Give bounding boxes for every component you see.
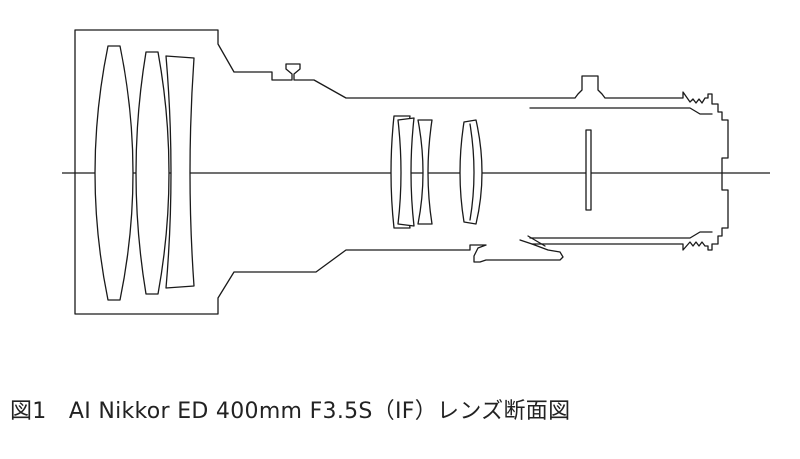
middle-lens-element-2 [397, 117, 415, 227]
inner-barrel-top [529, 107, 713, 115]
middle-lens-element-4 [459, 119, 483, 225]
front-lens-element-1 [94, 45, 134, 301]
figure-caption: 図1 AI Nikkor ED 400mm F3.5S（IF）レンズ断面図 [10, 399, 571, 424]
rear-lens-element [585, 129, 592, 211]
tripod-foot [519, 235, 546, 247]
middle-lens-element-4-inner [469, 123, 475, 221]
inner-barrel-bottom [529, 231, 713, 239]
middle-lens-element-3 [417, 119, 433, 225]
front-lens-element-2 [135, 51, 170, 295]
lens-cross-section-diagram [62, 29, 770, 315]
front-lens-element-3 [165, 55, 195, 289]
lens-barrel-outline [74, 29, 729, 315]
